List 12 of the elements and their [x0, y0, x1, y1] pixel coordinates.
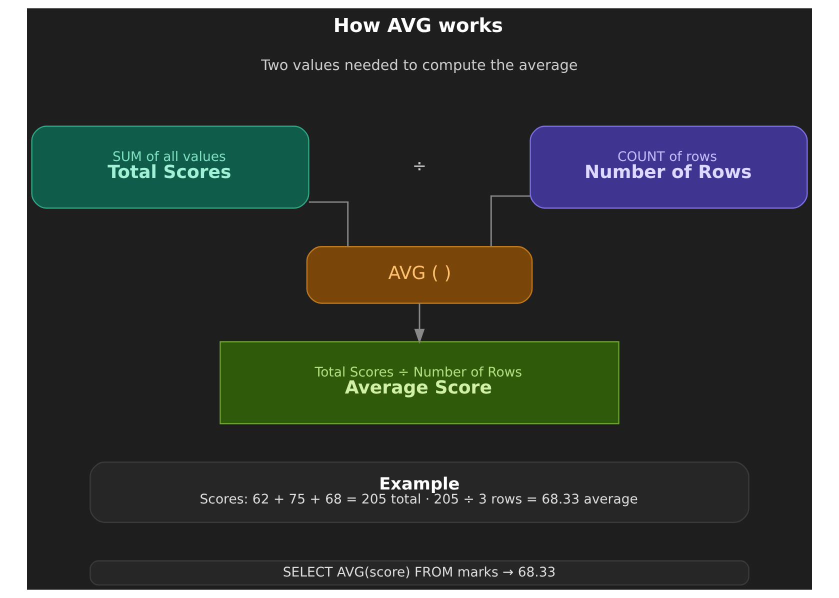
node-box: AVG ( )	[306, 246, 533, 304]
node-box: Example Scores: 62 + 75 + 68 = 205 total · 205 ÷ 3 rows = 68.33 average	[90, 462, 750, 523]
node-box: SELECT AVG(score) FROM marks → 68.33	[90, 560, 750, 586]
label: ÷	[412, 156, 427, 176]
connector	[490, 195, 530, 246]
node-box: Total Scores ÷ Number of Rows Average Score	[220, 341, 620, 424]
label: Two values needed to compute the average	[261, 58, 578, 74]
diagram-title: How AVG works	[333, 14, 503, 38]
node-box: COUNT of rows Number of Rows	[530, 126, 808, 209]
arrow	[414, 303, 425, 344]
node-box: SUM of all values Total Scores	[31, 126, 310, 209]
connector	[308, 201, 349, 247]
